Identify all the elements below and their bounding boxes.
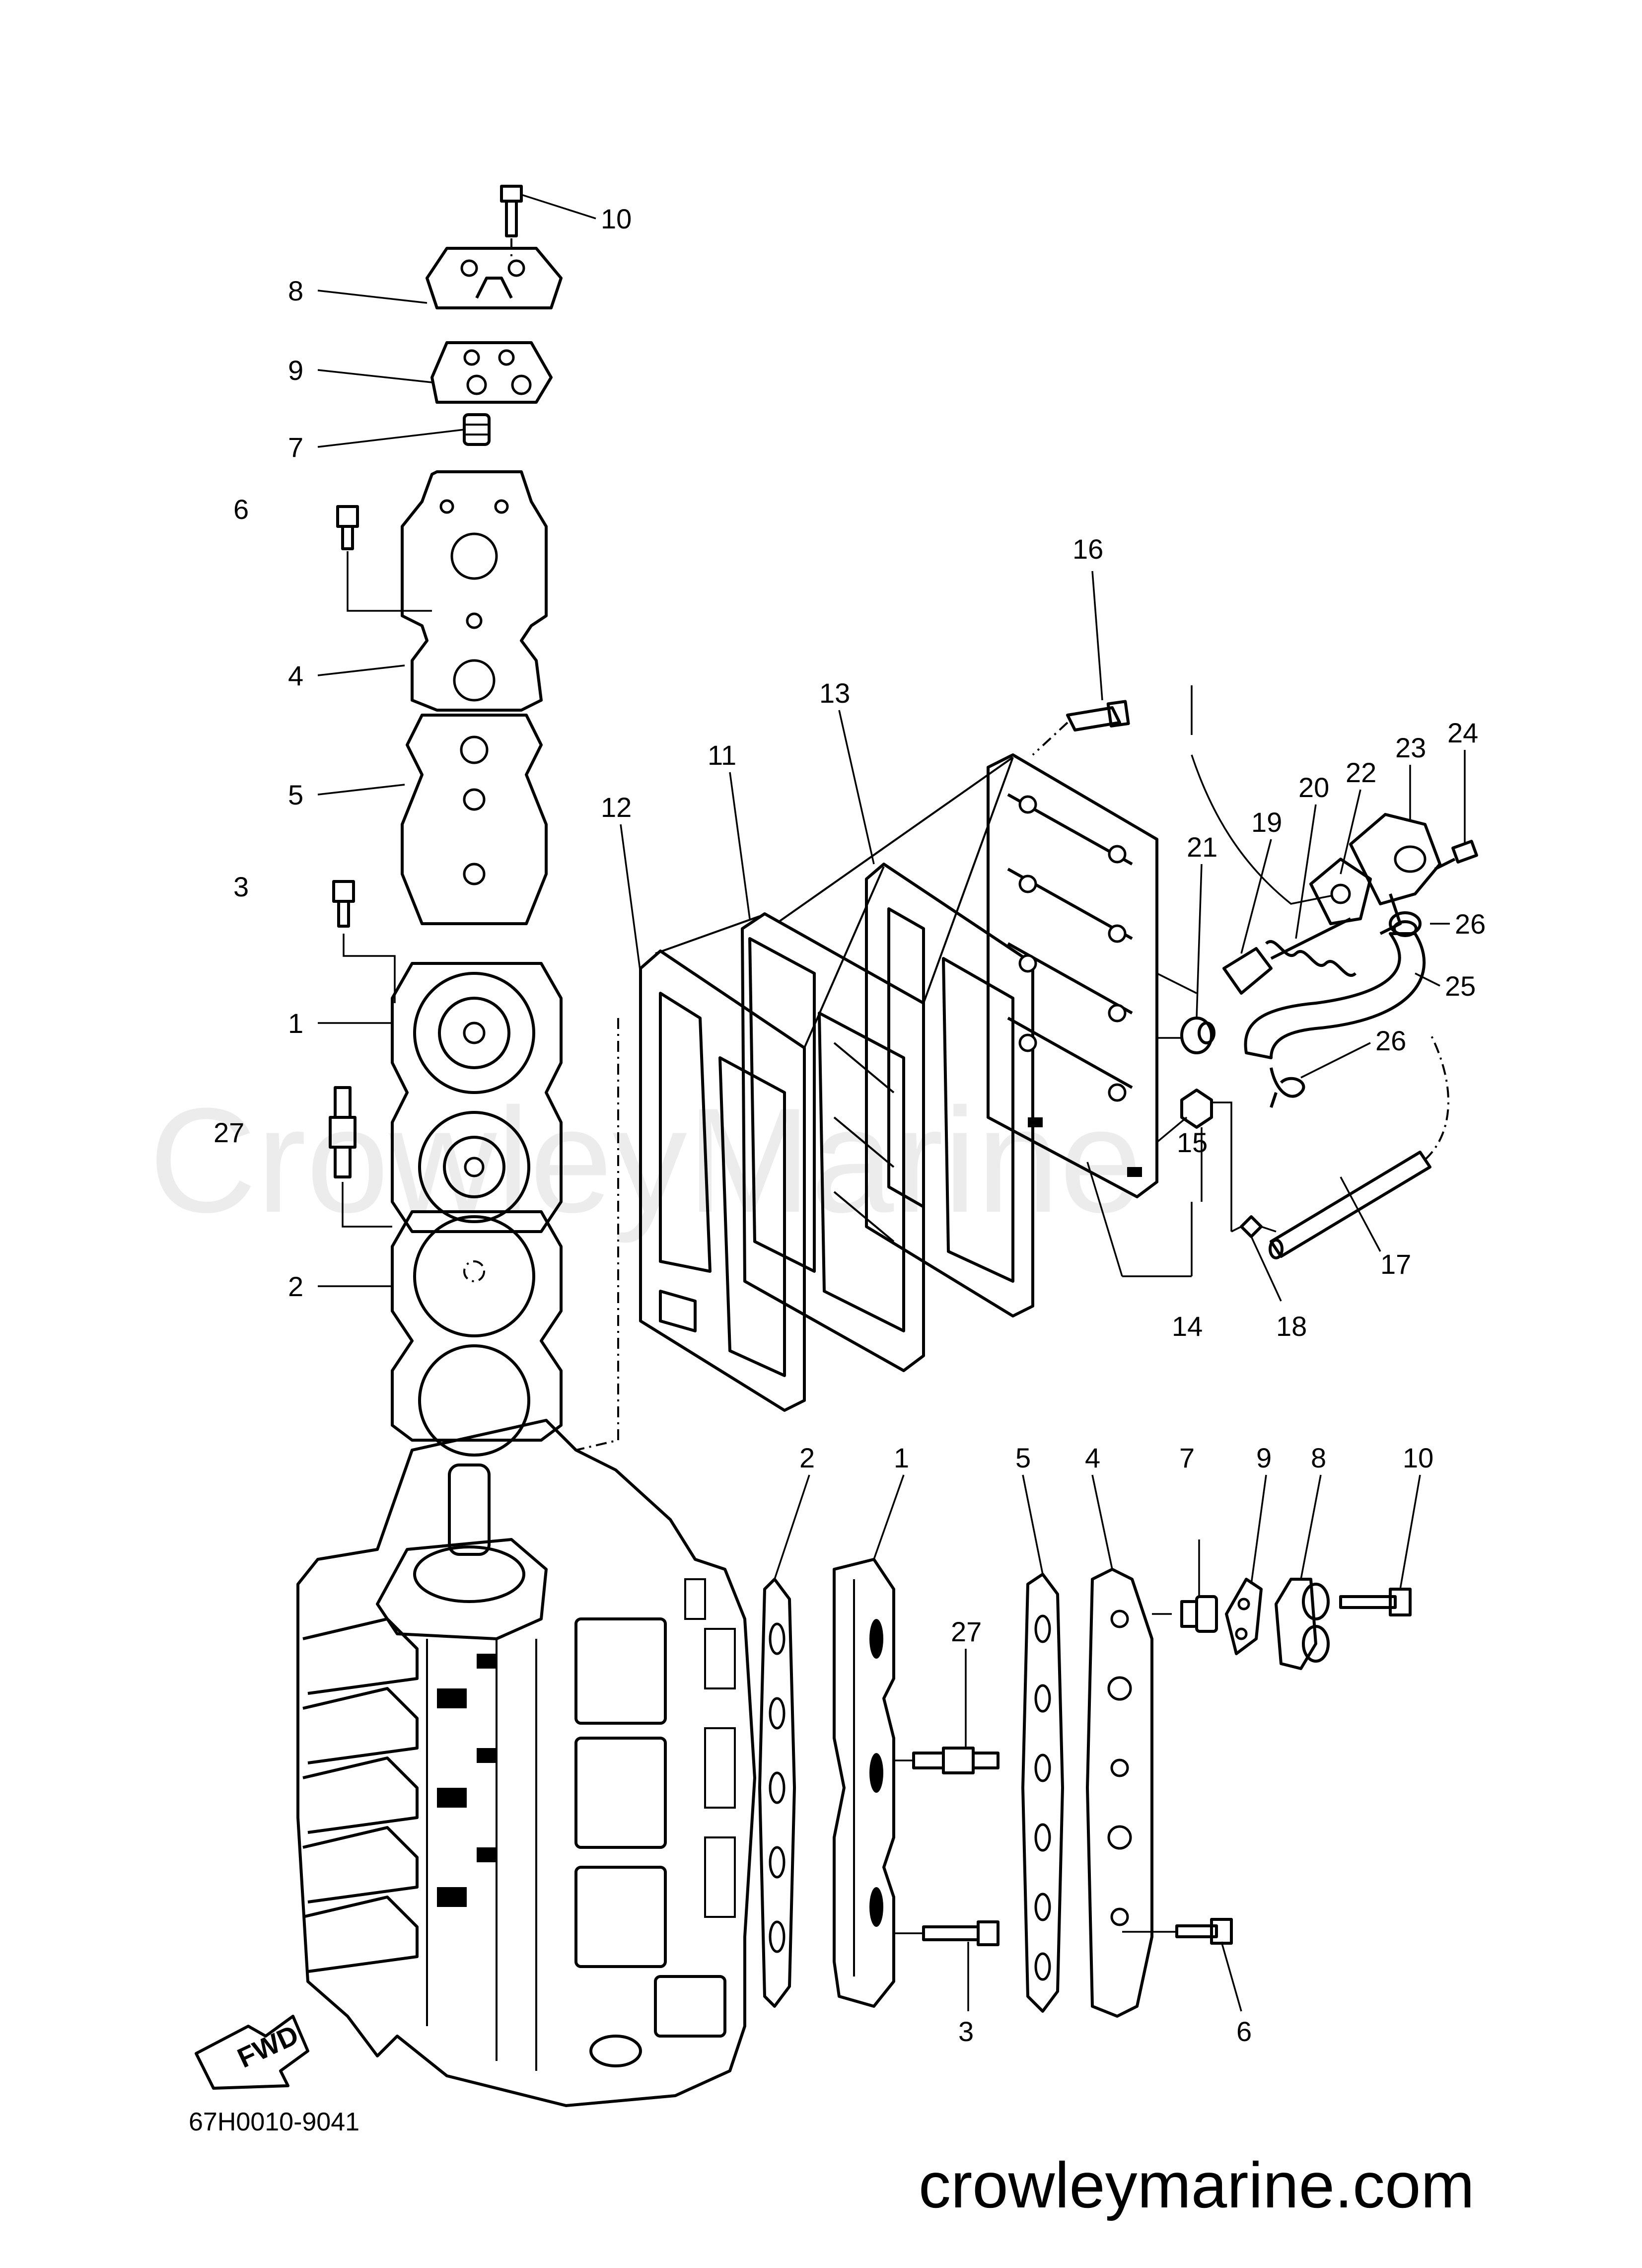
callout-22: 22 — [1346, 757, 1376, 788]
callout-24: 24 — [1447, 717, 1478, 748]
callout-17: 17 — [1380, 1248, 1411, 1280]
bolt-3-right — [894, 1920, 999, 2011]
callout-19: 19 — [1251, 806, 1282, 838]
cover-8-top — [426, 247, 563, 309]
watermark-text: CrowleyMarine — [149, 1077, 1142, 1244]
head-cover-4-side — [1086, 1568, 1177, 2018]
pipe-17 — [1269, 1032, 1449, 1259]
callout-12: 12 — [601, 792, 632, 823]
bolt-10-right — [1339, 1588, 1412, 1616]
callout-13: 13 — [819, 677, 850, 709]
gasket-9-top — [430, 341, 553, 404]
callout-8: 8 — [288, 275, 303, 306]
callout-16: 16 — [1072, 533, 1103, 565]
cylinder-head-1-side — [833, 1558, 895, 2008]
exhaust-cover-11 — [741, 912, 925, 1372]
clamp-26-lower — [1270, 1067, 1305, 1108]
callout-14: 14 — [1172, 1311, 1203, 1342]
callout-10-right: 10 — [1403, 1442, 1433, 1473]
callout-18: 18 — [1276, 1311, 1307, 1342]
callout-2: 2 — [288, 1271, 303, 1302]
valve-21 — [1180, 1017, 1215, 1054]
bolt-6-left — [336, 505, 432, 612]
callout-26-top: 26 — [1455, 908, 1486, 940]
valve-19 — [1222, 947, 1273, 995]
callout-1: 1 — [288, 1008, 303, 1039]
callout-6-right: 6 — [1236, 2016, 1252, 2047]
gasket-22 — [1309, 858, 1372, 925]
callout-9-right: 9 — [1256, 1442, 1272, 1473]
leader-lines — [317, 194, 1466, 2012]
engine-block — [296, 1419, 756, 2107]
gasket-5 — [401, 714, 548, 925]
callout-3-right: 3 — [958, 2016, 974, 2047]
callout-11: 11 — [708, 739, 736, 771]
callout-9: 9 — [288, 355, 303, 386]
spark-plug-27-left — [329, 1086, 392, 1228]
callout-6: 6 — [233, 494, 249, 525]
callout-20: 20 — [1298, 772, 1329, 803]
callout-15: 15 — [1177, 1127, 1208, 1158]
callout-labels: 10 8 9 7 6 4 5 3 1 27 2 16 13 11 12 21 1… — [214, 203, 1486, 2047]
website-text: crowleymarine.com — [919, 2149, 1475, 2221]
cylinder-head-1 — [391, 962, 563, 1233]
bolt-16 — [1032, 700, 1130, 756]
gasket-9-right — [1225, 1578, 1263, 1655]
gasket-5-right — [1021, 1573, 1064, 2013]
cover-23 — [1349, 813, 1441, 935]
head-gasket-2 — [391, 1210, 563, 1457]
callout-5-right: 5 — [1015, 1442, 1031, 1473]
forward-arrow: FWD — [195, 2015, 309, 2090]
bolt-3-left — [332, 880, 396, 1003]
callout-10: 10 — [601, 203, 632, 234]
thermostat-7-top — [463, 413, 491, 446]
callout-27-right: 27 — [951, 1616, 982, 1647]
callout-23: 23 — [1395, 732, 1426, 763]
callout-5: 5 — [288, 779, 303, 810]
callout-7: 7 — [288, 432, 303, 463]
spark-plug-27-right — [894, 1649, 999, 1774]
clip-18 — [1231, 1215, 1277, 1238]
head-cover-4 — [401, 470, 548, 712]
thermostat-7-right — [1180, 1539, 1218, 1633]
diagram-code: 67H0010-9041 — [189, 2108, 359, 2136]
callout-1-right: 1 — [894, 1442, 909, 1473]
callout-27: 27 — [214, 1117, 244, 1148]
callout-26-lower: 26 — [1375, 1025, 1406, 1056]
spring-20 — [1265, 917, 1357, 977]
gasket-13 — [865, 863, 1034, 1317]
exhaust-outer-cover-14 — [987, 753, 1158, 1198]
hose-25 — [1244, 932, 1426, 1059]
callout-4-right: 4 — [1085, 1442, 1100, 1473]
callout-4: 4 — [288, 660, 303, 691]
cover-8-right — [1275, 1578, 1330, 1670]
callout-8-right: 8 — [1311, 1442, 1326, 1473]
bolt-6-right — [1175, 1918, 1233, 1945]
gasket-2-right — [758, 1578, 796, 2008]
bolt-24 — [1434, 840, 1478, 871]
callout-7-right: 7 — [1179, 1442, 1195, 1473]
callout-21: 21 — [1187, 831, 1217, 863]
joint-15 — [1180, 1089, 1232, 1232]
callout-2-right: 2 — [799, 1442, 815, 1473]
fwd-text: FWD — [232, 2019, 303, 2074]
callout-3: 3 — [233, 871, 249, 902]
callout-25: 25 — [1445, 970, 1476, 1002]
